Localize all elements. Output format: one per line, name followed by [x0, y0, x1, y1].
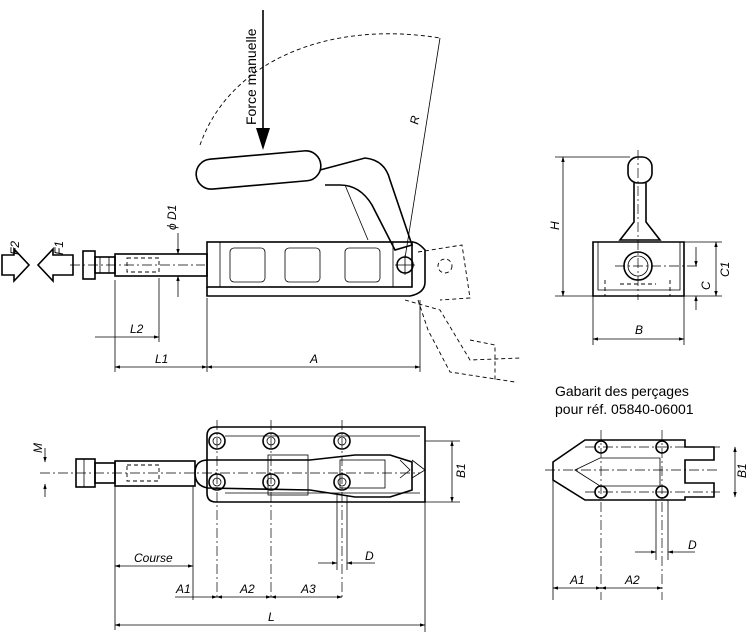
label-B1-main: B1 — [454, 463, 468, 478]
top-view: M B1 Course D A1 A2 A3 L — [31, 420, 468, 632]
top-handle — [194, 454, 413, 498]
drill-outline — [552, 439, 715, 501]
label-D-main: D — [365, 549, 374, 563]
ghost-link — [417, 244, 471, 301]
clamp-body — [206, 241, 413, 288]
top-link — [267, 454, 309, 496]
label-R: R — [407, 114, 422, 125]
drill-note-line1: Gabarit des perçages — [555, 383, 689, 399]
label-L2: L2 — [130, 322, 144, 336]
label-A2-main: A2 — [239, 582, 255, 596]
mount-holes — [208, 432, 351, 491]
front-handle-knob — [627, 156, 653, 184]
label-phiD1: ϕ D1 — [165, 205, 179, 230]
label-A1-drill: A1 — [569, 573, 585, 587]
label-A: A — [309, 352, 318, 366]
clamp-base — [206, 241, 426, 297]
force-arrow-head — [256, 128, 270, 150]
front-view: H C C1 B — [548, 150, 732, 345]
label-A3: A3 — [300, 582, 316, 596]
top-base-edge — [225, 435, 420, 494]
drill-note-line2: pour réf. 05840-06001 — [555, 401, 694, 417]
label-C: C — [699, 281, 713, 290]
label-H: H — [548, 221, 562, 230]
label-L1: L1 — [155, 352, 168, 366]
top-link — [339, 459, 386, 489]
ghost-pivot — [437, 258, 453, 274]
radius-line — [404, 37, 441, 259]
label-force: Force manuelle — [243, 28, 259, 125]
front-handle-stem — [618, 183, 662, 241]
label-D-drill: D — [688, 538, 697, 552]
top-jaw — [399, 459, 426, 479]
label-A1-main: A1 — [175, 582, 191, 596]
label-B: B — [635, 323, 643, 337]
body-pocket — [284, 247, 321, 283]
body-pocket — [229, 247, 266, 283]
drilling-template: Gabarit des perçages pour réf. 05840-060… — [545, 383, 749, 600]
front-body-inner — [597, 242, 681, 291]
drill-inner — [574, 457, 661, 487]
ghost-handle — [404, 299, 521, 361]
handle-swing-arc — [199, 33, 441, 146]
front-hidden — [604, 280, 671, 296]
force-F2-arrow — [1, 246, 31, 284]
label-A2-drill: A2 — [624, 573, 640, 587]
label-L: L — [268, 610, 275, 624]
body-pocket — [344, 247, 381, 283]
label-F2: F2 — [8, 241, 22, 255]
ghost-handle — [417, 299, 516, 383]
label-M: M — [31, 443, 45, 453]
handle-arm-edge — [344, 184, 369, 241]
handle-grip — [195, 150, 322, 190]
label-course: Course — [134, 551, 173, 565]
label-B1-drill: B1 — [735, 463, 749, 478]
ghost-handle — [469, 339, 496, 380]
force-F1-arrow — [36, 246, 74, 284]
side-view: R Force manuelle — [1, 10, 521, 383]
label-F1: F1 — [52, 241, 66, 255]
handle-arm — [319, 157, 414, 251]
label-C1: C1 — [718, 262, 732, 277]
